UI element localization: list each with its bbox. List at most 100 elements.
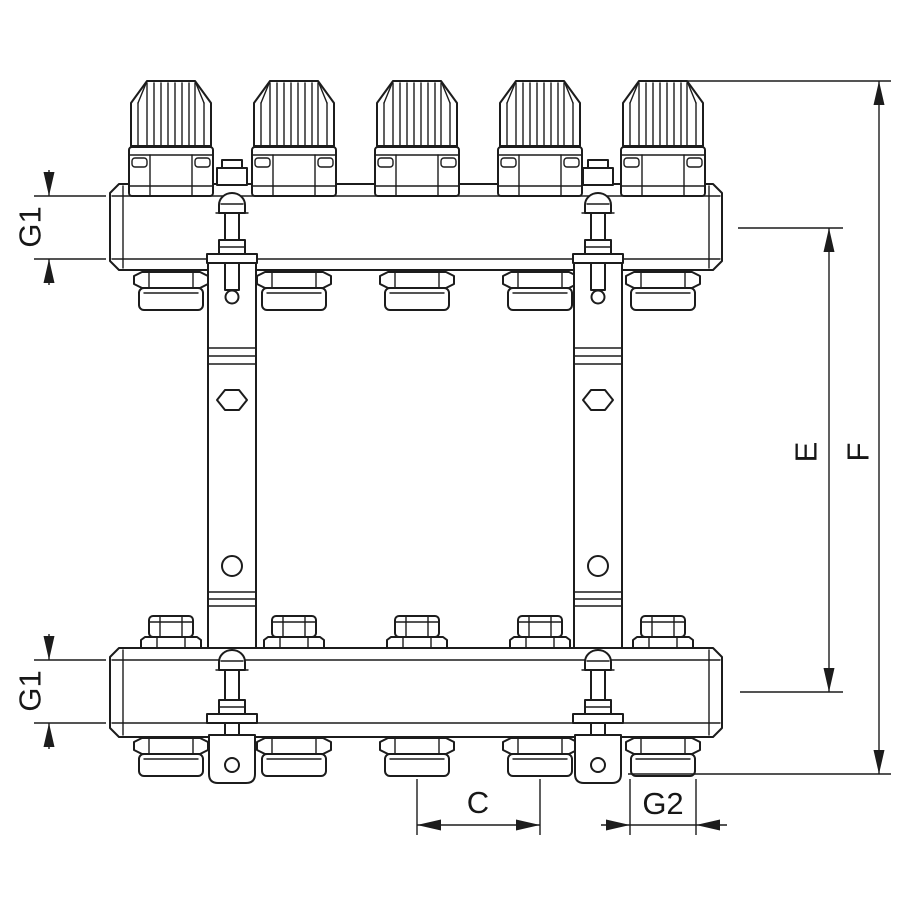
cap-body <box>148 615 194 638</box>
clamp-rod <box>224 262 240 291</box>
arrowhead <box>696 819 720 831</box>
line <box>383 80 394 104</box>
clamp-shaft <box>590 212 606 241</box>
dim-label-g2: G2 <box>642 786 683 821</box>
hex-nut <box>625 737 701 755</box>
dimension-g1 <box>34 634 106 749</box>
strap-round-hole <box>587 555 609 577</box>
dim-label-g1-bottom: G1 <box>13 670 48 711</box>
dimension-g1 <box>34 170 106 285</box>
thermostatic-head <box>620 80 706 197</box>
valve-cap-fitting <box>140 615 202 650</box>
collar-slot <box>317 157 334 168</box>
outlet-fitting <box>256 737 332 777</box>
cap-body <box>394 615 440 638</box>
arrowhead <box>43 259 55 283</box>
bottom-manifold-bar <box>109 647 723 738</box>
line <box>563 80 574 104</box>
mounting-bracket <box>206 159 258 784</box>
clamp-wings <box>572 253 624 264</box>
line <box>317 80 328 104</box>
collar-slot <box>440 157 457 168</box>
line <box>440 80 451 104</box>
line <box>194 80 205 104</box>
dimension-e <box>738 227 843 693</box>
eurocone-cap <box>384 753 450 777</box>
eurocone-cap <box>630 287 696 311</box>
mounting-bracket <box>572 159 624 784</box>
collar-slot <box>194 157 211 168</box>
eurocone-cap <box>384 287 450 311</box>
valve-cap-fitting <box>509 615 571 650</box>
collar-slot <box>254 157 271 168</box>
thermostatic-head <box>251 80 337 197</box>
clamp-wings <box>206 713 258 724</box>
cap-body <box>517 615 563 638</box>
eurocone-cap <box>138 287 204 311</box>
bracket-strap <box>573 257 623 649</box>
cap-body <box>640 615 686 638</box>
arrowhead <box>606 819 630 831</box>
rod-ball-end <box>590 289 606 305</box>
outlet-fitting <box>625 271 701 311</box>
bar-body <box>109 183 723 271</box>
outlet-fitting <box>502 271 578 311</box>
outlet-fitting <box>133 271 209 311</box>
manifold-parts <box>109 80 723 784</box>
arrowhead <box>43 636 55 660</box>
thermostatic-head <box>497 80 583 197</box>
clamp-wings <box>572 713 624 724</box>
clamp-wings <box>206 253 258 264</box>
collar-slot <box>131 157 148 168</box>
hex-nut <box>379 271 455 289</box>
outlet-fitting <box>379 271 455 311</box>
clamp-shaft <box>224 669 240 701</box>
clamp-rod <box>590 262 606 291</box>
arrowhead <box>516 819 540 831</box>
dimension-lines <box>34 80 891 835</box>
clamp-notch <box>587 159 609 169</box>
eurocone-cap <box>138 753 204 777</box>
dimension-g2 <box>601 779 727 835</box>
bracket-strap <box>207 257 257 649</box>
strap-hex-hole <box>582 389 614 411</box>
outlet-fitting <box>256 271 332 311</box>
foot-hole <box>224 757 240 773</box>
clamp-notch <box>221 159 243 169</box>
hex-nut <box>133 737 209 755</box>
collar-slot <box>377 157 394 168</box>
eurocone-cap <box>261 287 327 311</box>
clamp-screw-head <box>584 192 612 214</box>
foot-hole <box>590 757 606 773</box>
arrowhead <box>43 172 55 196</box>
eurocone-cap <box>630 753 696 777</box>
outlet-fitting <box>625 737 701 777</box>
dim-label-c: C <box>467 785 489 820</box>
line <box>629 80 640 104</box>
line <box>137 80 148 104</box>
collar-slot <box>623 157 640 168</box>
dim-label-f: F <box>841 443 876 462</box>
strap-round-hole <box>221 555 243 577</box>
strap-hex-hole <box>216 389 248 411</box>
line <box>686 80 697 104</box>
dimension-labels: G1 G1 E F C G2 <box>13 206 876 821</box>
arrowhead <box>873 81 885 105</box>
arrowhead <box>823 228 835 252</box>
hex-nut <box>502 271 578 289</box>
eurocone-cap <box>261 753 327 777</box>
outlet-fitting <box>133 737 209 777</box>
valve-cap-fitting <box>632 615 694 650</box>
clamp-shaft <box>224 212 240 241</box>
hex-nut <box>502 737 578 755</box>
clamp-tab <box>582 167 614 186</box>
outlet-fitting <box>379 737 455 777</box>
clamp-screw-head <box>584 649 612 671</box>
collar-slot <box>500 157 517 168</box>
dimension-f <box>628 80 891 775</box>
dim-label-g1-top: G1 <box>13 206 48 247</box>
valve-cap-fitting <box>386 615 448 650</box>
bar-body <box>109 647 723 738</box>
dimension-c <box>416 779 541 835</box>
